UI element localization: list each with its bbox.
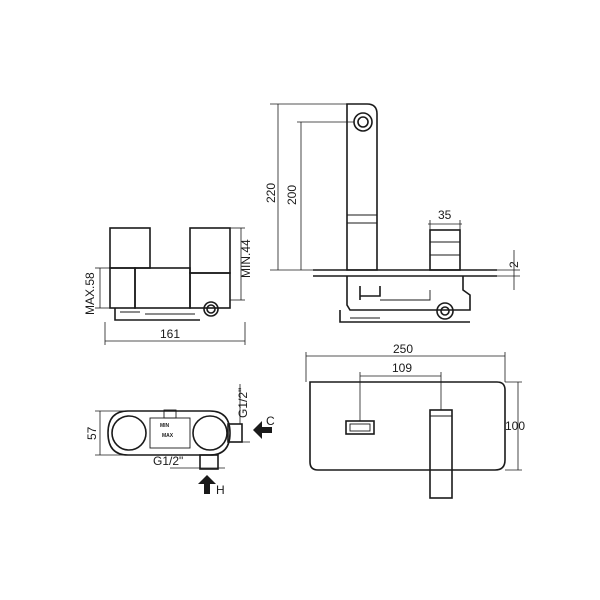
label-250: 250 [393,342,413,356]
concealed-body [346,276,471,311]
plate-spout-slot-inner [349,423,371,432]
side-outlet-inner [440,306,450,316]
top-left-cartridge [111,415,147,451]
label-200: 200 [285,185,299,205]
top-right-cartridge [192,415,228,451]
top-center-tab [163,409,177,419]
front-base [114,308,200,321]
spout-outlet-outer [353,112,373,132]
side-view: 220 200 35 2 [264,103,521,323]
label-35: 35 [438,208,452,222]
plate-outline [309,381,506,471]
front-right-cartridge [189,227,231,274]
top-inlet-bottom [199,454,219,470]
side-handle [429,229,461,271]
label-cold: C [266,414,275,428]
mark-min: MIN [160,423,170,429]
front-outlet-outer [203,301,219,317]
label-max58: MAX.58 [83,272,97,315]
front-outlet-inner [206,304,216,314]
plate-view: 250 109 100 [305,342,525,499]
cold-arrow-icon [253,421,272,439]
top-view: MIN MAX C H 57 G1/2" G1/2" [85,384,275,497]
label-g12-side: G1/2" [236,388,250,418]
label-hot: H [216,483,225,497]
front-body-center [134,267,191,309]
front-view: MAX.58 MIN.44 161 [83,227,253,345]
plate-handle [429,409,453,499]
label-2: 2 [507,261,521,268]
concealed-body-channel [380,290,431,301]
mark-max: MAX [162,433,174,439]
spout-column [346,103,378,271]
label-161: 161 [160,327,180,341]
label-g12-bottom: G1/2" [153,454,183,468]
concealed-base [339,310,470,323]
label-57: 57 [85,426,99,440]
label-min44: MIN.44 [239,239,253,278]
hot-arrow-icon [198,475,216,494]
front-body-right [189,272,231,309]
label-100: 100 [505,419,525,433]
front-base-detail [120,311,195,315]
concealed-body-detail [359,286,381,300]
label-220: 220 [264,183,278,203]
label-109: 109 [392,361,412,375]
front-body-left [109,267,136,309]
side-outlet-outer [436,302,454,320]
spout-outlet-inner [357,116,369,128]
front-left-cartridge [109,227,151,269]
